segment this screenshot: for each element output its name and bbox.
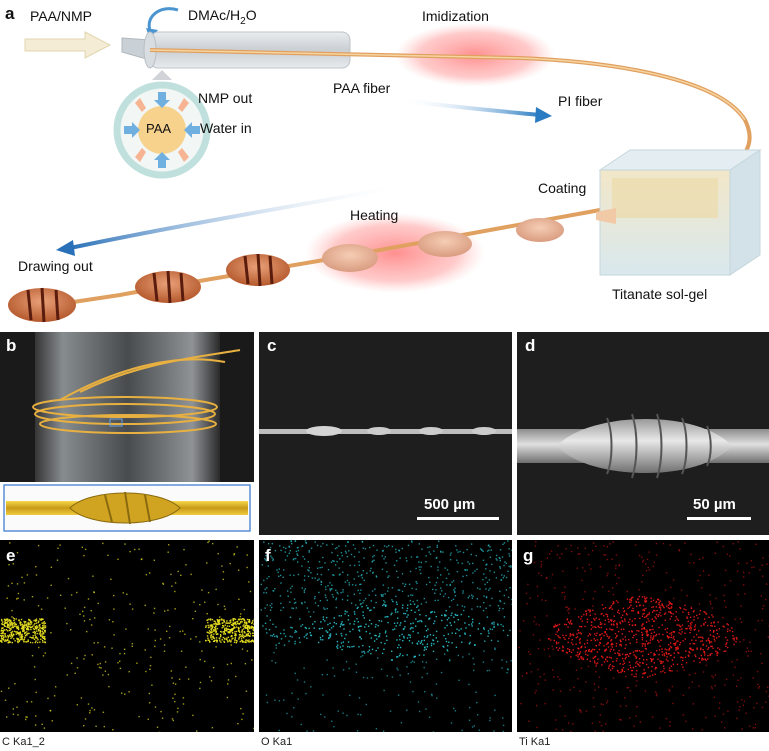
label-imidization: Imidization — [422, 8, 489, 24]
cross-section-pointer — [152, 70, 172, 80]
panel-b-letter: b — [6, 336, 17, 355]
panel-g-eds: g — [517, 540, 769, 732]
panel-c-scale-bar — [417, 517, 499, 520]
panel-e-map — [0, 540, 254, 732]
panel-g-caption: Ti Ka1 — [519, 736, 551, 748]
panel-d-scale-label: 50 µm — [693, 496, 736, 513]
drawing-out-arrow — [69, 183, 411, 250]
panel-d-drawing — [517, 332, 769, 535]
pi-fiber-arrow — [399, 98, 541, 117]
panel-a-schematic: a PAA/NMP DMAc/H2O Imidization NMP out W… — [0, 0, 769, 330]
pi-fiber-arrowhead — [535, 107, 552, 123]
dmac-o: O — [245, 7, 257, 23]
fiber-coil — [32, 349, 241, 434]
panel-d-scale-bar — [687, 517, 751, 520]
panel-c-scale-label: 500 µm — [424, 496, 476, 513]
label-drawing-out: Drawing out — [18, 258, 93, 274]
panel-g-letter: g — [523, 546, 534, 565]
panel-b-drawing — [0, 332, 254, 535]
schematic-drawing — [8, 7, 762, 323]
dmac-text: DMAc/H — [188, 7, 241, 23]
label-paa-fiber: PAA fiber — [333, 80, 391, 96]
label-heating: Heating — [350, 207, 399, 223]
bead-cracked-2 — [135, 270, 201, 304]
sem-bead-cracks — [606, 413, 712, 479]
label-coating: Coating — [538, 180, 587, 196]
panel-d-sem: d 50 µm — [517, 332, 769, 535]
bead-light-2 — [418, 231, 472, 257]
bead-cracked-1 — [226, 253, 290, 287]
cross-section-arrows — [124, 92, 200, 168]
panel-f-eds: f — [259, 540, 512, 732]
panel-e-eds: e — [0, 540, 254, 732]
bead-light-1 — [516, 218, 564, 242]
cross-section-core — [138, 106, 186, 154]
panel-e-letter: e — [6, 546, 16, 565]
fiber-highlight — [149, 49, 746, 121]
panel-c-drawing — [259, 332, 512, 535]
panel-f-caption: O Ka1 — [261, 736, 293, 748]
panel-a-letter: a — [5, 4, 15, 23]
input-arrow — [24, 31, 112, 59]
drawing-out-arrowhead — [56, 240, 75, 256]
titanate-box — [598, 149, 762, 276]
bead-cracked-3 — [8, 287, 76, 323]
dmac-sub: 2 — [240, 15, 246, 27]
panel-c-letter: c — [267, 336, 277, 355]
label-water-in: Water in — [200, 120, 252, 136]
panel-g-map — [518, 541, 769, 732]
label-dmac-h2o: DMAc/H2O — [188, 7, 257, 27]
label-nmp-out: NMP out — [198, 90, 253, 106]
sem-bead-d — [557, 418, 732, 474]
inset-bead — [69, 492, 181, 524]
panel-c-sem: c 500 µm — [259, 332, 512, 535]
cross-section-out-arrows — [135, 98, 189, 162]
label-titanate: Titanate sol-gel — [612, 286, 708, 302]
label-paa-core: PAA — [146, 121, 172, 136]
panel-e-caption: C Ka1_2 — [2, 736, 45, 748]
imidization-glow — [395, 23, 555, 87]
panel-d-letter: d — [525, 336, 536, 355]
inset-bead-cracks — [104, 491, 151, 525]
panel-f-map — [260, 540, 512, 732]
zoom-marker — [109, 418, 123, 427]
bead-light-3 — [322, 244, 378, 272]
label-paa-nmp: PAA/NMP — [30, 8, 92, 24]
panel-b-photo: b — [0, 332, 254, 535]
coating-nozzle — [596, 208, 616, 224]
label-pi-fiber: PI fiber — [558, 93, 603, 109]
panel-f-letter: f — [265, 546, 271, 565]
